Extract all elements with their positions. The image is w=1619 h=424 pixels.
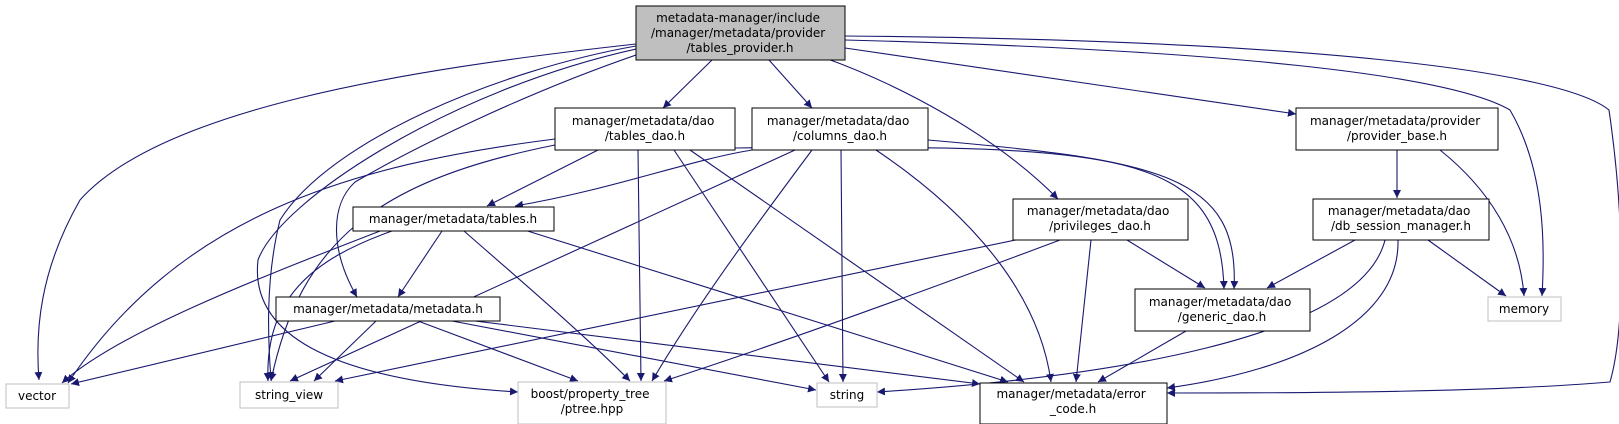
edge-root-to-metadata-h bbox=[335, 54, 637, 298]
edge-tables-dao-to-tables-h bbox=[486, 149, 599, 207]
edge-root-to-vector bbox=[34, 43, 637, 381]
edge-tables-h-to-string-view bbox=[263, 230, 393, 382]
edge-tables-dao-to-vector bbox=[67, 138, 556, 384]
edge-tables-h-to-vector bbox=[61, 230, 381, 384]
node-db-session-manager-line-2: /db_session_manager.h bbox=[1331, 219, 1471, 233]
svg-text:manager/metadata/metadata.h: manager/metadata/metadata.h bbox=[293, 302, 483, 316]
svg-text:string: string bbox=[830, 388, 864, 402]
node-tables-dao-line-2: /tables_dao.h bbox=[605, 129, 685, 143]
nodes-layer: metadata-manager/include /manager/metada… bbox=[5, 5, 1562, 424]
node-generic-dao-line-1: manager/metadata/dao bbox=[1149, 295, 1292, 309]
node-string[interactable]: string bbox=[816, 382, 878, 408]
node-string-line-1: string bbox=[830, 388, 864, 402]
svg-text:metadata-manager/include: metadata-manager/include /manager/metada… bbox=[651, 11, 829, 55]
edge-generic-dao-to-error-code bbox=[1097, 330, 1187, 383]
node-tables-h[interactable]: manager/metadata/tables.h bbox=[352, 206, 555, 232]
node-tables-dao-line-1: manager/metadata/dao bbox=[572, 114, 715, 128]
edges-layer bbox=[34, 35, 1619, 397]
edge-tables-h-to-error-code bbox=[517, 227, 1009, 384]
node-metadata-h[interactable]: manager/metadata/metadata.h bbox=[275, 296, 501, 322]
node-provider-base[interactable]: manager/metadata/provider /provider_base… bbox=[1295, 107, 1499, 151]
node-ptree-line-1: boost/property_tree bbox=[531, 387, 650, 401]
node-error-code-line-1: manager/metadata/error bbox=[996, 387, 1145, 401]
svg-text:manager/metadata/dao /: manager/metadata/dao /tables_dao.h bbox=[572, 114, 718, 143]
node-ptree-line-2: /ptree.hpp bbox=[561, 402, 623, 416]
node-root-tables-provider[interactable]: metadata-manager/include /manager/metada… bbox=[635, 5, 846, 61]
edge-tables-dao-to-error-code bbox=[689, 149, 1025, 383]
svg-text:manager/metadata/dao /: manager/metadata/dao /columns_dao.h bbox=[767, 114, 913, 143]
svg-text:manager/metadata/tables.h: manager/metadata/tables.h bbox=[369, 212, 537, 226]
node-generic-dao[interactable]: manager/metadata/dao /generic_dao.h bbox=[1134, 288, 1311, 332]
edge-root-to-string-view bbox=[266, 45, 637, 381]
edge-privileges-dao-to-ptree bbox=[663, 239, 1061, 383]
svg-text:manager/metadata/dao /: manager/metadata/dao /privileges_dao.h bbox=[1027, 204, 1173, 233]
node-columns-dao-line-1: manager/metadata/dao bbox=[767, 114, 910, 128]
node-vector-line-1: vector bbox=[18, 389, 56, 403]
edge-metadata-h-to-error-code bbox=[474, 320, 981, 387]
edge-columns-dao-to-string bbox=[838, 149, 847, 383]
edge-root-to-ptree bbox=[256, 48, 637, 396]
edge-columns-dao-to-generic-dao bbox=[927, 139, 1239, 290]
node-tables-dao[interactable]: manager/metadata/dao /tables_dao.h bbox=[554, 107, 736, 151]
edge-provider-base-to-memory bbox=[1439, 149, 1528, 297]
node-provider-base-line-2: /provider_base.h bbox=[1347, 129, 1447, 143]
node-metadata-h-line-1: manager/metadata/metadata.h bbox=[293, 302, 483, 316]
edge-metadata-h-to-vector bbox=[70, 320, 336, 387]
edge-privileges-dao-to-error-code bbox=[1072, 239, 1092, 383]
edge-db-session-manager-to-generic-dao bbox=[1266, 239, 1356, 289]
node-string-view-line-1: string_view bbox=[255, 388, 323, 402]
node-generic-dao-line-2: /generic_dao.h bbox=[1178, 310, 1266, 324]
node-columns-dao-line-2: /columns_dao.h bbox=[793, 129, 887, 143]
svg-text:string_view: string_view bbox=[255, 388, 323, 402]
edge-columns-dao-to-tables-h bbox=[514, 149, 753, 209]
edge-privileges-dao-to-generic-dao bbox=[1126, 239, 1206, 289]
node-root-line-3: /tables_provider.h bbox=[686, 41, 793, 55]
edge-root-to-privileges-dao bbox=[824, 57, 1059, 200]
svg-text:manager/metadata/dao /: manager/metadata/dao /db_session_manager… bbox=[1328, 204, 1474, 233]
svg-text:manager/metadata/provider: manager/metadata/provider /provider_base… bbox=[1310, 114, 1484, 143]
edge-root-to-memory bbox=[844, 39, 1547, 297]
node-privileges-dao-line-2: /privileges_dao.h bbox=[1049, 219, 1151, 233]
svg-text:memory: memory bbox=[1499, 302, 1549, 316]
node-db-session-manager[interactable]: manager/metadata/dao /db_session_manager… bbox=[1312, 198, 1490, 241]
node-root-line-2: /manager/metadata/provider bbox=[651, 26, 825, 40]
edge-root-to-tables-dao bbox=[662, 59, 713, 109]
edge-tables-dao-to-string bbox=[673, 149, 830, 383]
svg-text:vector: vector bbox=[18, 389, 56, 403]
edge-tables-dao-to-ptree bbox=[636, 149, 645, 382]
edge-root-to-provider-base bbox=[844, 47, 1297, 117]
node-db-session-manager-line-1: manager/metadata/dao bbox=[1328, 204, 1471, 218]
edge-db-session-manager-to-error-code bbox=[1166, 239, 1399, 391]
svg-text:boost/property_tree /p: boost/property_tree /ptree.hpp bbox=[531, 387, 654, 416]
edge-tables-h-to-ptree bbox=[463, 230, 631, 382]
edge-columns-dao-to-ptree bbox=[651, 149, 813, 382]
edge-columns-dao-to-error-code bbox=[875, 149, 1054, 383]
node-string-view[interactable]: string_view bbox=[239, 381, 339, 409]
edge-privileges-dao-to-string-view bbox=[334, 235, 1036, 384]
node-root-line-1: metadata-manager/include bbox=[656, 11, 820, 25]
node-provider-base-line-1: manager/metadata/provider bbox=[1310, 114, 1480, 128]
edge-root-to-columns-dao bbox=[768, 59, 813, 109]
node-ptree[interactable]: boost/property_tree /ptree.hpp bbox=[517, 381, 667, 424]
node-tables-h-line-1: manager/metadata/tables.h bbox=[369, 212, 537, 226]
edge-db-session-manager-to-memory bbox=[1427, 239, 1507, 297]
node-error-code-line-2: _code.h bbox=[1049, 402, 1096, 416]
node-vector[interactable]: vector bbox=[5, 383, 70, 409]
node-error-code[interactable]: manager/metadata/error _code.h bbox=[979, 382, 1168, 424]
node-privileges-dao-line-1: manager/metadata/dao bbox=[1027, 204, 1170, 218]
svg-text:manager/metadata/dao /: manager/metadata/dao /generic_dao.h bbox=[1149, 295, 1295, 324]
edge-root-to-error-code bbox=[844, 35, 1619, 397]
svg-text:manager/metadata/error: manager/metadata/error _code.h bbox=[996, 387, 1149, 416]
node-memory[interactable]: memory bbox=[1487, 296, 1562, 322]
edge-metadata-h-to-string bbox=[451, 320, 817, 393]
node-columns-dao[interactable]: manager/metadata/dao /columns_dao.h bbox=[751, 107, 929, 151]
edge-tables-h-to-metadata-h bbox=[397, 230, 443, 298]
edge-columns-dao-to-string-view bbox=[289, 149, 796, 382]
node-privileges-dao[interactable]: manager/metadata/dao /privileges_dao.h bbox=[1012, 198, 1189, 241]
node-memory-line-1: memory bbox=[1499, 302, 1549, 316]
edge-tables-dao-to-string-view bbox=[268, 144, 556, 382]
edge-metadata-h-to-ptree bbox=[417, 320, 579, 382]
edge-metadata-h-to-string-view bbox=[313, 320, 377, 382]
